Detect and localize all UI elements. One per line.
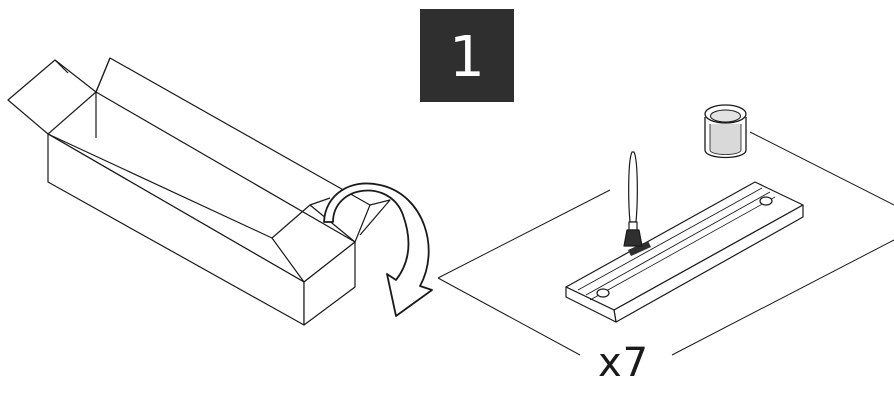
work-surface [437, 131, 894, 356]
open-box-icon [7, 57, 391, 326]
paint-can-icon [704, 104, 747, 159]
rotate-arrow-icon [323, 182, 433, 317]
step-number: 1 [449, 24, 485, 90]
rail-board [565, 181, 804, 323]
paint-brush-icon [623, 151, 643, 247]
step-number-badge: 1 [420, 9, 514, 102]
quantity-label: x7 [598, 340, 650, 386]
